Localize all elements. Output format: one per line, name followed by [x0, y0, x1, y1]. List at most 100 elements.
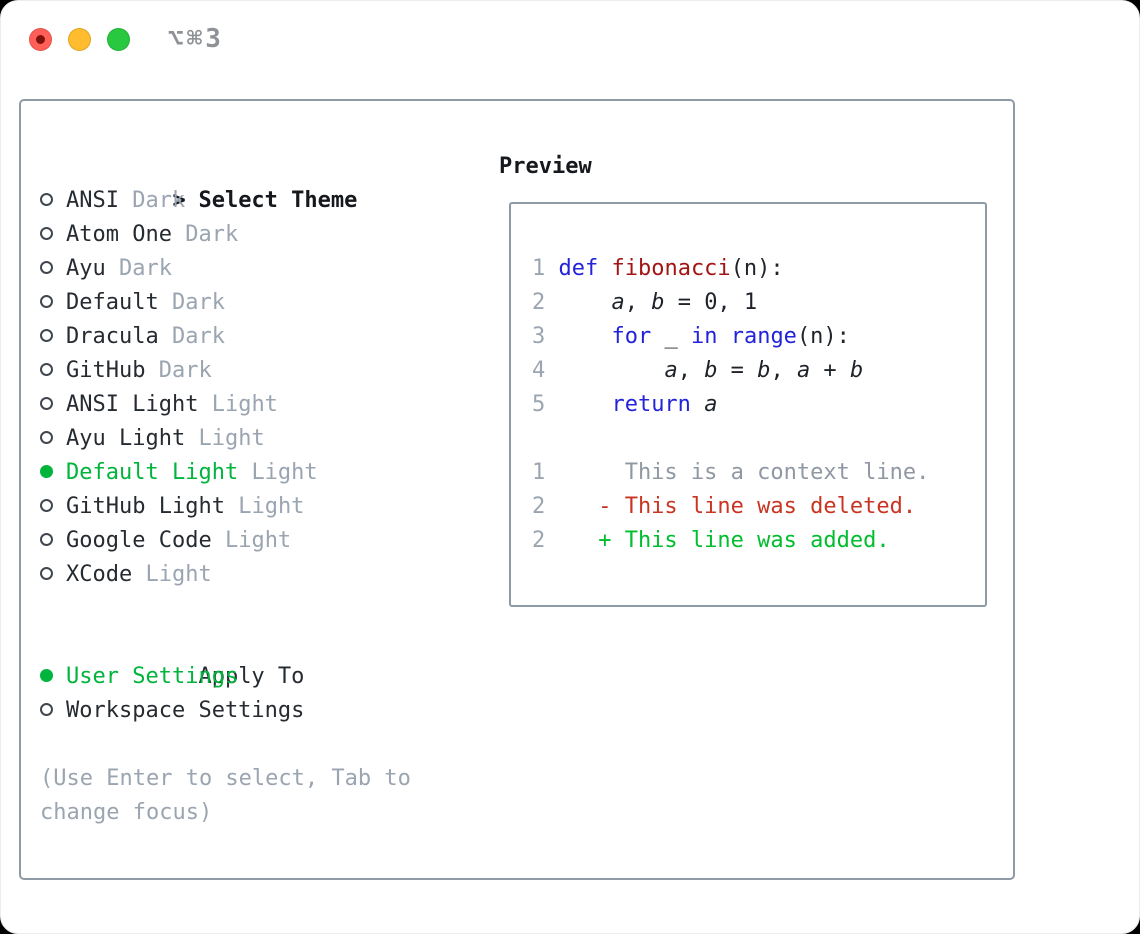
radio-icon	[40, 490, 66, 524]
select-theme-header-label: Select Theme	[198, 188, 358, 213]
line-number: 3	[532, 324, 546, 349]
theme-option-xcode-light[interactable]: XCode Light	[40, 558, 480, 592]
apply-to-header: Apply To	[40, 626, 480, 689]
line-number: 4	[532, 358, 546, 383]
code-token-var: a	[796, 358, 811, 383]
radio-icon	[40, 388, 66, 422]
apply-option-workspace-settings[interactable]: Workspace Settings	[40, 694, 480, 728]
option-label: GitHub Light	[66, 494, 225, 519]
close-button[interactable]	[29, 28, 52, 51]
zoom-button[interactable]	[107, 28, 130, 51]
radio-icon	[40, 286, 66, 320]
radio-icon	[40, 354, 66, 388]
option-label: User Settings	[66, 664, 239, 689]
code-token-kw: in	[690, 324, 718, 349]
option-label: Workspace Settings	[66, 698, 305, 723]
option-label: Dracula	[66, 324, 159, 349]
option-variant-label: Light	[251, 460, 318, 485]
code-token-var: b	[849, 358, 864, 383]
option-variant-label: Dark	[158, 358, 212, 383]
option-variant-label: Dark	[132, 188, 186, 213]
theme-option-default-light-light[interactable]: Default Light Light	[40, 456, 480, 490]
line-number: 1	[532, 460, 546, 485]
code-token-pl: (n):	[730, 256, 784, 281]
code-line: 2 a, b = 0, 1	[532, 286, 975, 320]
spacer	[40, 728, 480, 762]
code-token-var: b	[757, 358, 771, 383]
theme-option-ayu-light-light[interactable]: Ayu Light Light	[40, 422, 480, 456]
theme-option-google-code-light[interactable]: Google Code Light	[40, 524, 480, 558]
theme-option-atom-one-dark[interactable]: Atom One Dark	[40, 218, 480, 252]
theme-option-ansi-light-light[interactable]: ANSI Light Light	[40, 388, 480, 422]
code-token-pl	[598, 256, 611, 281]
theme-option-default-dark[interactable]: Default Dark	[40, 286, 480, 320]
option-label: Ayu	[66, 256, 106, 281]
code-token-kw: for	[611, 324, 652, 349]
code-token-pl	[717, 324, 730, 349]
line-number: 1	[532, 256, 546, 281]
theme-option-dracula-dark[interactable]: Dracula Dark	[40, 320, 480, 354]
option-label: Atom One	[66, 222, 172, 247]
diff-line-added: 2 + This line was added.	[532, 524, 975, 558]
code-token-pl	[558, 290, 611, 315]
theme-option-github-light-light[interactable]: GitHub Light Light	[40, 490, 480, 524]
option-label: XCode	[66, 562, 133, 587]
code-token-pl: _	[651, 324, 691, 349]
apply-to-header-label: Apply To	[198, 664, 305, 689]
code-token-pl	[691, 392, 704, 417]
code-token-pl: (n):	[796, 324, 850, 349]
apply-option-user-settings[interactable]: User Settings	[40, 660, 480, 694]
code-token-pl	[558, 392, 611, 417]
radio-icon	[40, 320, 66, 354]
code-token-pl: ,	[770, 358, 797, 383]
option-variant-label: Light	[211, 392, 278, 417]
code-token-pl: ,	[624, 290, 652, 315]
code-line: 4 a, b = b, a + b	[532, 354, 975, 388]
option-variant-label: Light	[238, 494, 305, 519]
code-token-kw: range	[730, 324, 797, 349]
option-variant-label: Light	[145, 562, 212, 587]
code-line: 3 for _ in range(n):	[532, 320, 975, 354]
titlebar: ⌥⌘3	[1, 1, 1139, 77]
radio-icon	[40, 218, 66, 252]
minimize-button[interactable]	[68, 28, 91, 51]
option-variant-label: Light	[198, 426, 265, 451]
option-variant-label: Light	[224, 528, 292, 553]
option-label: ANSI	[66, 188, 119, 213]
code-token-kw: return	[611, 392, 691, 417]
select-theme-header: >Select Theme	[40, 150, 480, 213]
radio-icon	[40, 422, 66, 456]
option-variant-label: Dark	[171, 324, 225, 349]
code-token-pl: =	[717, 358, 758, 383]
diff-text: This is a context line.	[558, 460, 930, 485]
code-token-var: a	[611, 290, 625, 315]
theme-option-ansi-dark[interactable]: ANSI Dark	[40, 184, 480, 218]
code-token-var: b	[651, 290, 665, 315]
diff-text: - This line was deleted.	[558, 494, 917, 519]
code-token-pl: +	[810, 358, 850, 383]
line-number: 5	[532, 392, 546, 417]
option-variant-label: Dark	[171, 290, 225, 315]
option-variant-label: Dark	[185, 222, 239, 247]
close-button-dot-icon	[36, 35, 45, 44]
option-label: Default Light	[66, 460, 239, 485]
code-token-pl: = 0, 1	[664, 290, 758, 315]
option-label: Ayu Light	[66, 426, 186, 451]
spacer	[532, 422, 975, 456]
code-token-pl	[558, 324, 611, 349]
selected-radio-icon	[40, 456, 66, 490]
diff-text: + This line was added.	[558, 528, 890, 553]
theme-option-ayu-dark[interactable]: Ayu Dark	[40, 252, 480, 286]
theme-option-github-dark[interactable]: GitHub Dark	[40, 354, 480, 388]
selected-radio-icon	[40, 660, 66, 694]
radio-icon	[40, 252, 66, 286]
radio-icon	[40, 524, 66, 558]
